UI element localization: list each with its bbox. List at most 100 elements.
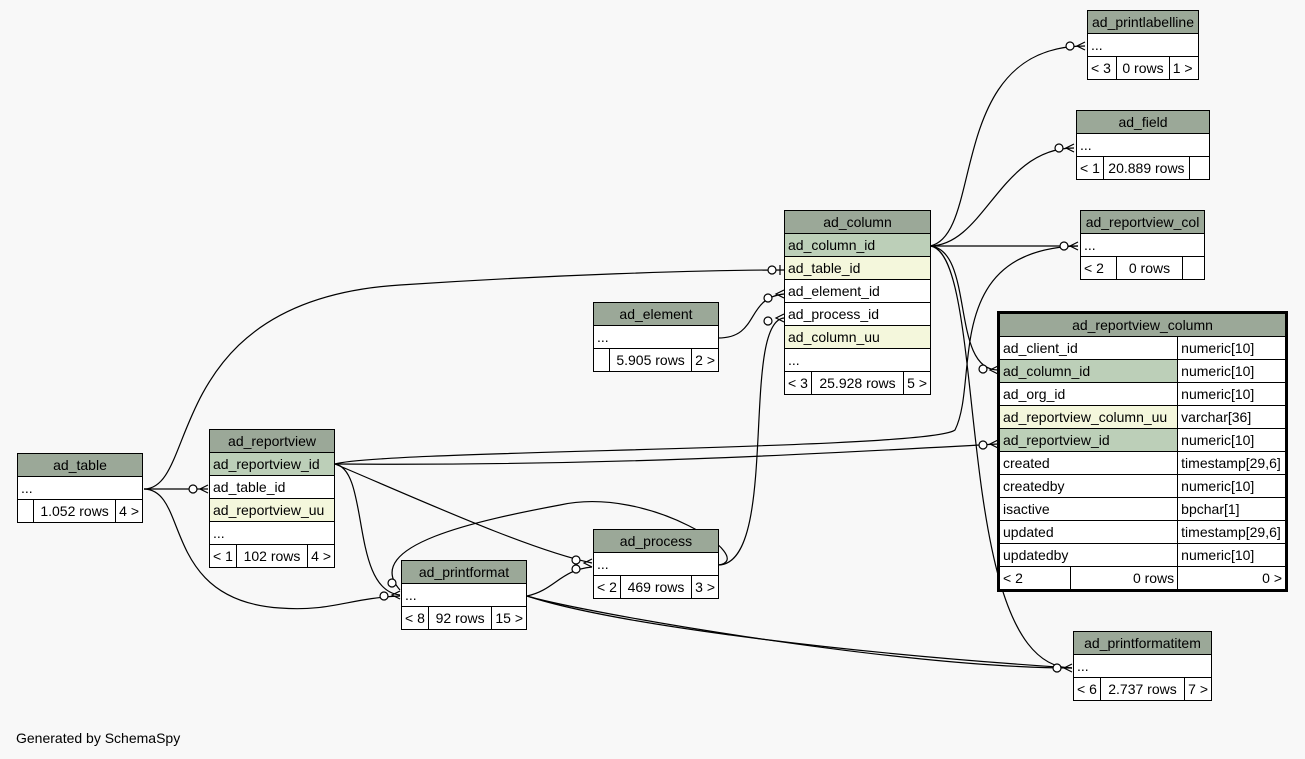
row-count: 469 rows [619,575,693,599]
column-ad-column-id[interactable]: ad_column_id [784,233,931,257]
row-count: 5.905 rows [608,348,693,372]
marker [188,484,198,494]
marker [978,364,988,374]
children-link[interactable]: 15 > [491,606,527,630]
marker [379,591,389,601]
children-link[interactable]: 4 > [307,544,335,568]
parents-link[interactable]: < 2 [593,575,621,599]
column-name[interactable]: ad_org_id [997,382,1179,406]
children-link[interactable] [1182,256,1205,280]
column-ad-table-id[interactable]: ad_table_id [784,256,931,280]
column-type: numeric[10] [1177,359,1287,383]
footer-credit: Generated by SchemaSpy [16,730,181,746]
row-count: 0 rows [1116,56,1170,80]
table-ad-printlabelline[interactable]: ad_printlabelline ... < 3 0 rows 1 > [1086,10,1200,80]
children-link[interactable]: 3 > [691,575,719,599]
columns-collapsed: ... [1076,133,1210,157]
column-ad-column-uu[interactable]: ad_column_uu [784,325,931,349]
children-link[interactable]: 5 > [903,371,931,395]
table-ad-printformatitem[interactable]: ad_printformatitem ... < 6 2.737 rows 7 … [1073,631,1212,701]
parents-link[interactable]: < 2 [1080,256,1117,280]
column-ad-process-id[interactable]: ad_process_id [784,302,931,326]
table-name[interactable]: ad_column [784,210,931,234]
edge-printformat-printformatitem-2 [526,595,1073,669]
marker [1065,41,1075,51]
children-link[interactable] [1189,156,1210,180]
parents-link[interactable]: < 3 [784,371,812,395]
column-name[interactable]: isactive [997,497,1179,521]
column-name[interactable]: updatedby [997,543,1179,567]
edge-column-printlabelline [929,45,1086,247]
marker [1059,241,1069,251]
parents-link[interactable]: < 1 [209,544,237,568]
table-name[interactable]: ad_process [593,529,719,553]
columns-collapsed: ... [1087,33,1199,57]
table-ad-reportview-column[interactable]: ad_reportview_column ad_client_id numeri… [997,311,1288,592]
table-name[interactable]: ad_printformat [401,560,527,584]
row-count: 2.737 rows [1099,677,1186,701]
column-name[interactable]: ad_reportview_id [997,428,1179,452]
edge-table-printformat [143,488,401,610]
table-ad-printformat[interactable]: ad_printformat ... < 8 92 rows 15 > [401,560,527,630]
column-type: numeric[10] [1177,543,1287,567]
table-name[interactable]: ad_printlabelline [1087,10,1199,34]
column-type: timestamp[29,6] [1177,520,1287,544]
columns-collapsed: ... [1073,654,1212,678]
column-name[interactable]: updated [997,520,1179,544]
columns-collapsed: ... [1080,233,1205,257]
table-name[interactable]: ad_reportview [209,429,335,453]
children-link[interactable]: 0 > [1177,566,1287,591]
table-ad-table[interactable]: ad_table ... 1.052 rows 4 > [17,453,143,523]
table-name[interactable]: ad_element [593,302,719,326]
marker [571,555,581,565]
column-ad-element-id[interactable]: ad_element_id [784,279,931,303]
column-name[interactable]: ad_client_id [997,336,1179,360]
row-count: 25.928 rows [810,371,905,395]
table-name[interactable]: ad_reportview_column [998,312,1287,337]
columns-collapsed: ... [784,348,931,372]
parents-link[interactable]: < 2 [998,566,1071,591]
table-ad-column[interactable]: ad_column ad_column_id ad_table_id ad_el… [784,210,931,395]
marker [763,293,773,303]
table-ad-reportview[interactable]: ad_reportview ad_reportview_id ad_table_… [209,429,335,568]
column-type: numeric[10] [1177,382,1287,406]
table-ad-reportview-col[interactable]: ad_reportview_col ... < 2 0 rows [1080,210,1205,280]
edge-column-reportview-column [929,245,999,371]
table-name[interactable]: ad_table [17,453,143,477]
column-ad-reportview-id[interactable]: ad_reportview_id [209,452,335,476]
parents-link[interactable] [17,499,34,523]
parents-link[interactable]: < 8 [401,606,429,630]
column-name[interactable]: createdby [997,474,1179,498]
row-count: 1.052 rows [32,499,117,523]
table-name[interactable]: ad_printformatitem [1073,631,1212,655]
children-link[interactable]: 7 > [1184,677,1212,701]
parents-link[interactable]: < 1 [1076,156,1104,180]
column-name[interactable]: created [997,451,1179,475]
column-ad-table-id[interactable]: ad_table_id [209,475,335,499]
table-name[interactable]: ad_field [1076,110,1210,134]
children-link[interactable]: 4 > [115,499,143,523]
column-ad-reportview-uu[interactable]: ad_reportview_uu [209,498,335,522]
row-count: 0 rows [1069,566,1179,591]
table-name[interactable]: ad_reportview_col [1080,210,1205,234]
column-type: bpchar[1] [1177,497,1287,521]
edge-printformat-printformatitem-1 [526,595,1073,669]
parents-link[interactable]: < 6 [1073,677,1101,701]
table-ad-field[interactable]: ad_field ... < 1 20.889 rows [1076,110,1210,180]
children-link[interactable]: 1 > [1168,56,1200,80]
columns-collapsed: ... [209,521,335,545]
row-count: 102 rows [235,544,309,568]
column-name[interactable]: ad_column_id [997,359,1179,383]
parents-link[interactable]: < 3 [1086,56,1118,80]
edge-column-field [929,147,1075,247]
marker [1054,143,1064,153]
table-ad-element[interactable]: ad_element ... 5.905 rows 2 > [593,302,719,372]
column-name[interactable]: ad_reportview_column_uu [997,405,1179,429]
parents-link[interactable] [593,348,610,372]
column-type: numeric[10] [1177,474,1287,498]
row-count: 20.889 rows [1102,156,1191,180]
children-link[interactable]: 2 > [691,348,719,372]
edge-reportview-reportview-column [334,443,999,465]
table-ad-process[interactable]: ad_process ... < 2 469 rows 3 > [593,529,719,599]
